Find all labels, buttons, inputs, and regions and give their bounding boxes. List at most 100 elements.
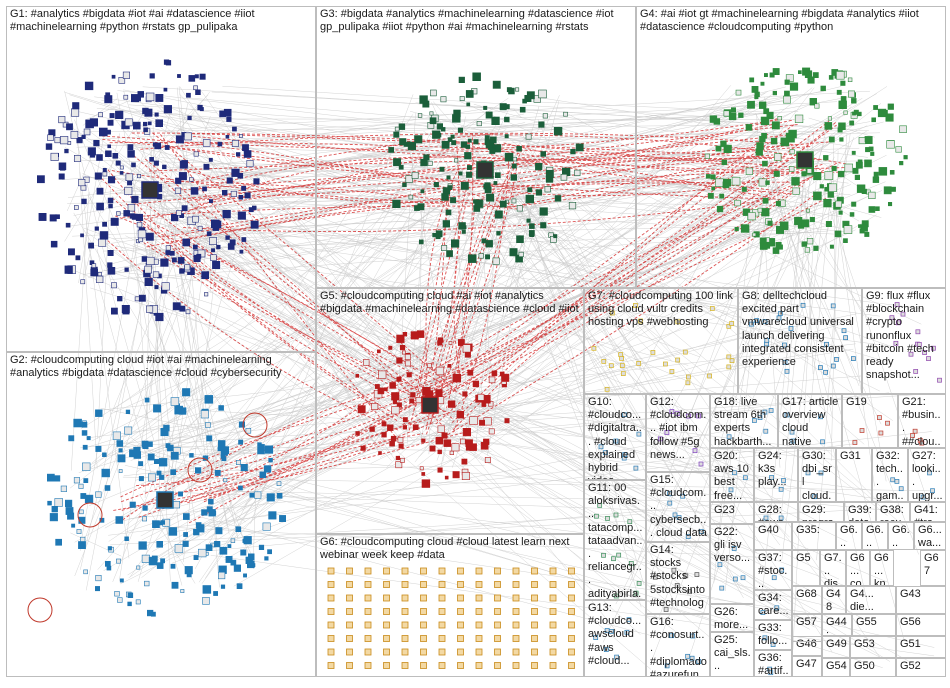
group-box-g5s: G5 <box>792 550 820 586</box>
group-label: G36: #artif... <box>758 652 789 677</box>
group-box-g22: G22: gli isv verso... <box>710 524 754 604</box>
group-label: G67 <box>924 552 943 578</box>
group-box-g38: G38: recu... <box>876 502 910 522</box>
group-label: G39: data... <box>848 504 873 522</box>
group-box-g6e: G6... <box>888 522 914 550</box>
group-label: G5 <box>796 552 817 565</box>
group-label: G26: more... <box>714 606 751 632</box>
group-label: G17: article overview cloud native train… <box>782 396 839 448</box>
group-box-g21: G21: #busin... ##clou... sports... <box>898 394 946 448</box>
group-label: G16: #conosurt... #diplomado #azurefun..… <box>650 616 707 677</box>
group-box-g23: G23 <box>710 502 754 524</box>
group-label: G48 <box>826 588 843 614</box>
group-label: G37: #stoc... <box>758 552 789 590</box>
group-box-g7: G7: #cloudcomputing 100 link using cloud… <box>584 288 738 394</box>
group-label: G56 <box>900 616 943 629</box>
group-box-g49: G49 <box>822 636 850 658</box>
group-box-g52: G52 <box>896 658 946 677</box>
group-label: G38: recu... <box>880 504 907 522</box>
group-label: G51 <box>900 638 943 651</box>
group-box-g37: G37: #stoc... <box>754 550 792 590</box>
group-box-g39: G39: data... <box>844 502 876 522</box>
group-box-g51: G51 <box>896 636 946 658</box>
group-box-g31: G31 <box>836 448 872 502</box>
group-box-g29: G29: progra... <box>798 502 844 522</box>
group-label: G19 <box>846 396 895 409</box>
group-label: G57 <box>796 616 819 629</box>
group-box-g10: G10: #cloudco... #digitaltra... #cloud e… <box>584 394 646 480</box>
group-label: G31 <box>840 450 869 463</box>
group-label: G5: #cloudcomputing cloud #ai #iot #anal… <box>320 290 581 316</box>
group-label: G6... co... <box>850 552 867 586</box>
group-box-g68: G68 <box>792 586 822 614</box>
group-label: G34: care... <box>758 592 789 618</box>
group-label: G20: aws 10 best free... <box>714 450 751 502</box>
group-label: G54 <box>826 660 847 673</box>
group-label: G32: tech... gam... <box>876 450 905 502</box>
group-label: G41: #tra... <box>914 504 943 522</box>
group-label: G6... <box>840 524 859 550</box>
group-label: G13: #cloudco... awscloud #aws #cloud... <box>588 602 643 668</box>
group-box-g33: G33: follo... <box>754 620 792 650</box>
group-box-g5: G5: #cloudcomputing cloud #ai #iot #anal… <box>316 288 584 534</box>
group-box-g16: G16: #conosurt... #diplomado #azurefun..… <box>646 614 710 677</box>
group-box-g28: G28: #aws... <box>754 502 798 522</box>
group-box-g17: G17: article overview cloud native train… <box>778 394 842 448</box>
group-label: G44: <box>826 616 849 636</box>
group-box-g36: G36: #artif... <box>754 650 792 677</box>
group-label: G27: looki... upgr... <box>912 450 943 502</box>
group-label: G35: <box>796 524 833 537</box>
group-label: G24: k3s play... <box>758 450 795 490</box>
group-box-g11: G11: 00 aloksrivas... tatacomp... tataad… <box>584 480 646 600</box>
group-label: G6... kn... <box>874 552 891 586</box>
group-label: G55 <box>856 616 893 629</box>
group-box-g1: G1: #analytics #bigdata #iot #ai #datasc… <box>6 6 316 352</box>
group-label: G49 <box>826 638 847 651</box>
group-box-g4: G4: #ai #iot gt #machinelearning #bigdat… <box>636 6 946 288</box>
group-box-g26: G26: more... <box>710 604 754 632</box>
group-label: G7... dis... <box>824 552 843 586</box>
group-box-g56: G56 <box>896 614 946 636</box>
group-label: G4: #ai #iot gt #machinelearning #bigdat… <box>640 8 943 34</box>
group-box-g15: G15: #cloudcom... cybersecb... cloud dat… <box>646 472 710 542</box>
group-box-g6c: G6... wa... <box>914 522 946 550</box>
group-label: G25: cai_sls... <box>714 634 751 674</box>
group-box-g9: G9: flux #flux #blockchain #crypto runon… <box>862 288 946 394</box>
group-label: G9: flux #flux #blockchain #crypto runon… <box>866 290 943 382</box>
group-box-g55: G55 <box>852 614 896 636</box>
group-label: G6... <box>892 524 911 550</box>
group-label: G10: #cloudco... #digitaltra... #cloud e… <box>588 396 643 480</box>
group-label: G22: gli isv verso... <box>714 526 751 566</box>
group-label: G6... wa... <box>918 524 943 550</box>
group-box-g19: G19 <box>842 394 898 448</box>
group-label: G29: progra... <box>802 504 841 522</box>
group-label: G12: #cloudcom... #iot ibm follow #5g ne… <box>650 396 707 462</box>
group-label: G7: #cloudcomputing 100 link using cloud… <box>588 290 735 330</box>
group-label: G52 <box>900 660 943 673</box>
group-label: G30: dbi_srl cloud... <box>802 450 833 502</box>
group-box-g6b: G6... kn... <box>870 550 894 586</box>
group-box-g24: G24: k3s play... <box>754 448 798 502</box>
group-label: G11: 00 aloksrivas... tatacomp... tataad… <box>588 482 643 600</box>
group-label: G43 <box>900 588 943 601</box>
group-box-g6d: G6... <box>862 522 888 550</box>
group-label: G1: #analytics #bigdata #iot #ai #datasc… <box>10 8 313 34</box>
group-box-g6: G6: #cloudcomputing cloud #cloud latest … <box>316 534 584 677</box>
group-label: G14: stocks #stocks 5stocksinto #technol… <box>650 544 707 614</box>
group-label: G28: #aws... <box>758 504 795 522</box>
group-box-g27: G27: looki... upgr... <box>908 448 946 502</box>
group-label: G8: delltechcloud excited part vmwareclo… <box>742 290 859 369</box>
group-label: G6: #cloudcomputing cloud #cloud latest … <box>320 536 581 562</box>
group-label: G40 <box>758 524 789 537</box>
group-label: G15: #cloudcom... cybersecb... cloud dat… <box>650 474 707 542</box>
group-box-g48: G48 <box>822 586 846 614</box>
group-box-g40: G40 <box>754 522 792 550</box>
group-label: G50 <box>854 660 893 673</box>
group-box-g57: G57 <box>792 614 822 642</box>
group-label: G6... <box>866 524 885 550</box>
group-label: G47 <box>796 658 819 671</box>
group-box-g35: G35: <box>792 522 836 550</box>
group-box-g18: G18: live stream 6th experts hackbarth..… <box>710 394 778 448</box>
group-box-g13: G13: #cloudco... awscloud #aws #cloud... <box>584 600 646 677</box>
group-label: G53 <box>854 638 893 651</box>
